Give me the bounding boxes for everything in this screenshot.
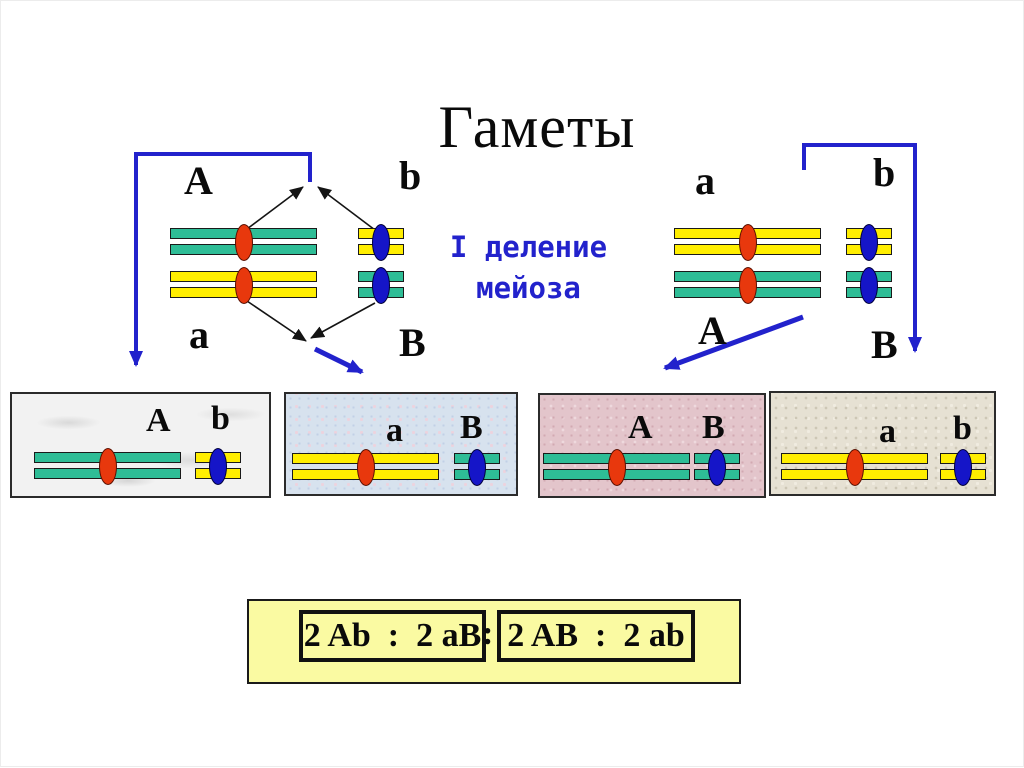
centromere-red	[738, 224, 757, 261]
centromere-red	[607, 449, 626, 486]
centromere-blue	[954, 449, 972, 486]
left-tetrad-label-B: B	[399, 320, 426, 365]
gamete-box-label: b	[211, 400, 230, 437]
gamete-box-ab: a b	[769, 391, 996, 496]
centromere-red	[738, 267, 757, 304]
chromosome-small-green	[358, 267, 404, 304]
right-tetrad-label-a: a	[695, 158, 715, 203]
gamete-box-AB: A B	[538, 393, 766, 498]
division-label-line2: мейоза	[476, 271, 581, 305]
chromosome-small-yellow	[940, 449, 986, 486]
chromosome-small-green	[694, 449, 740, 486]
centromere-red	[234, 224, 253, 261]
ratio-separator: :	[482, 615, 494, 652]
left-bracket-arrow	[129, 152, 312, 367]
ratio-text-recombinant: 2 Ab : 2 aB	[303, 617, 482, 654]
gamete-box-Ab: A b	[10, 392, 271, 498]
right-tetrad-label-A: A	[698, 308, 727, 353]
blue-arrow-to-box2	[313, 346, 364, 375]
gamete-box-aB: a B	[284, 392, 518, 496]
chromosome-large-green	[34, 448, 181, 485]
gamete-box-label: a	[386, 412, 403, 449]
division-label: I деление мейоза	[421, 227, 636, 309]
centromere-blue	[708, 449, 726, 486]
gamete-box-label: A	[146, 402, 171, 439]
black-arrow-top-left	[246, 186, 304, 230]
ratio-panel: 2 Ab : 2 aB : 2 AB : 2 ab	[247, 599, 741, 684]
blue-arrow-to-box3	[663, 314, 804, 371]
black-arrow-top-right	[317, 186, 376, 231]
centromere-red	[234, 267, 253, 304]
chromosome-small-yellow	[358, 224, 404, 261]
centromere-red	[845, 449, 864, 486]
left-tetrad-label-A: A	[184, 158, 213, 203]
division-label-line1: I деление	[449, 230, 608, 264]
black-arrow-bottom-right	[310, 302, 376, 339]
chromosome-large-green	[170, 224, 317, 261]
chromosome-large-yellow	[781, 449, 928, 486]
centromere-blue	[860, 224, 878, 261]
chromosome-small-green	[454, 449, 500, 486]
chromosome-large-yellow	[170, 267, 317, 304]
centromere-red	[356, 449, 375, 486]
gamete-box-label: B	[702, 409, 725, 446]
chromosome-small-green	[846, 267, 892, 304]
chromosome-large-yellow	[292, 449, 439, 486]
chromosome-large-green	[543, 449, 690, 486]
left-tetrad-label-a: a	[189, 312, 209, 357]
ratio-text-parental: 2 AB : 2 ab	[507, 617, 685, 654]
chromosome-large-green	[674, 267, 821, 304]
left-tetrad-label-b: b	[399, 153, 422, 198]
page-title: Гаметы	[438, 94, 636, 160]
centromere-blue	[372, 267, 390, 304]
centromere-blue	[468, 449, 486, 486]
right-tetrad-label-b: b	[873, 150, 896, 195]
gamete-box-label: B	[460, 409, 483, 446]
right-tetrad-label-B: B	[871, 322, 898, 367]
gamete-box-label: b	[953, 410, 972, 447]
centromere-red	[98, 448, 117, 485]
chromosome-small-yellow	[195, 448, 241, 485]
ratio-box-recombinant: 2 Ab : 2 aB	[299, 610, 486, 662]
centromere-blue	[860, 267, 878, 304]
gamete-box-label: A	[628, 409, 653, 446]
centromere-blue	[372, 224, 390, 261]
ratio-box-parental: 2 AB : 2 ab	[497, 610, 695, 662]
gamete-box-label: a	[879, 413, 896, 450]
black-arrow-bottom-left	[246, 300, 307, 342]
centromere-blue	[209, 448, 227, 485]
chromosome-large-yellow	[674, 224, 821, 261]
chromosome-small-yellow	[846, 224, 892, 261]
